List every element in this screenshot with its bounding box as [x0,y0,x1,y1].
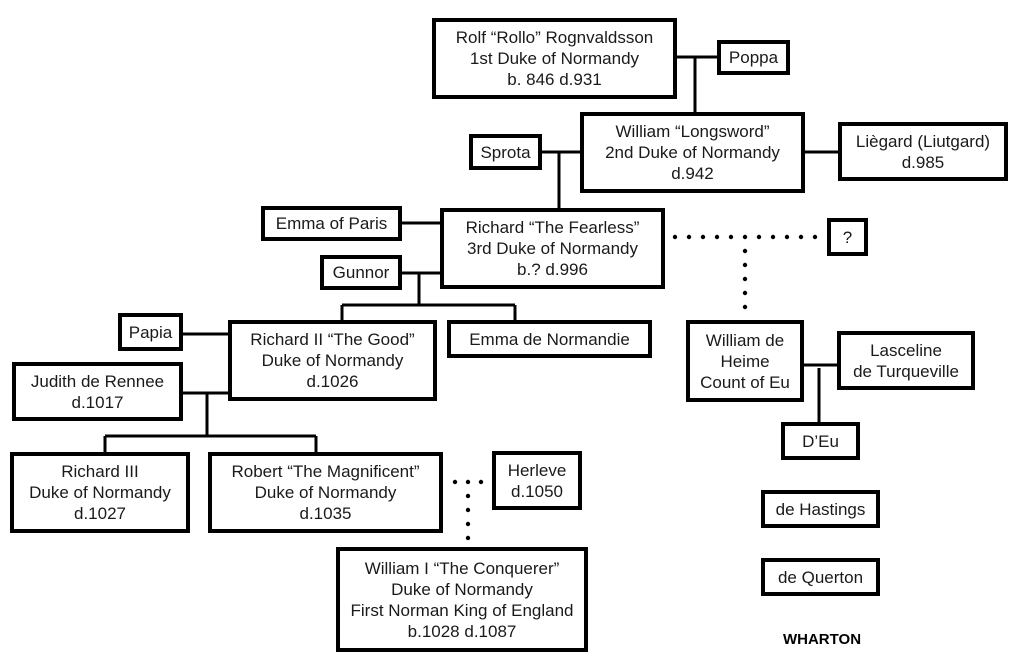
person-text-line: D’Eu [802,431,839,451]
person-text-line: Duke of Normandy [391,579,533,599]
person-text-line: Papia [128,322,173,342]
person-text-line: d.942 [671,164,714,183]
person-rollo[interactable]: Rolf “Rollo” Rognvaldsson 1st Duke of Nor… [432,18,677,99]
person-text-line: Poppa [728,48,779,67]
person-text-line: Liègard (Liutgard) [855,131,991,151]
connector-dot [478,479,484,485]
person-fearless[interactable]: Richard “The Fearless” 3rd Duke of Norman… [440,208,665,289]
connector-dot [714,234,720,240]
connector-dot [742,290,748,296]
person-text-line: de Turqueville [853,361,959,381]
person-text-line: Robert “The Magnificent” [231,462,420,481]
connector-dot [728,234,734,240]
person-text-line: Gunnor [332,263,390,282]
connector-dot [742,262,748,268]
person-text-line: ? [842,227,853,247]
person-text-line: d.1050 [511,481,563,501]
person-text-line: Rolf “Rollo” Rognvaldsson [455,28,654,47]
person-text-line: d.1026 [306,372,359,391]
person-text-line: d.1035 [299,504,352,523]
person-text-line: Richard “The Fearless” [465,218,640,237]
connector-dot [672,234,678,240]
connector-dot [452,479,458,485]
person-poppa[interactable]: Poppa [717,40,790,75]
person-text-line: Judith de Rennee [30,371,165,391]
person-text-line: William “Longsword” [615,122,770,141]
connector-dot [465,535,471,541]
connector-dot [465,493,471,499]
person-text-line: Richard III [61,462,139,481]
person-text-line: d.1027 [74,504,126,523]
person-text-line: 2nd Duke of Normandy [605,143,780,162]
person-querton[interactable]: de Querton [761,558,880,596]
person-richard3[interactable]: Richard III Duke of Normandy d.1027 [10,452,190,533]
person-text-line: b.1028 d.1087 [407,621,517,641]
connector-dot [770,234,776,240]
person-text-line: First Norman King of England [350,600,574,620]
person-text-line: Emma of Paris [275,214,388,233]
person-deu[interactable]: D’Eu [781,422,860,460]
person-text-line: Duke of Normandy [254,483,397,502]
connector-dot [742,248,748,254]
person-richard2[interactable]: Richard II “The Good” Duke of Normandy d.1… [228,320,437,401]
person-text-line: Richard II “The Good” [250,330,415,349]
person-text-line: Heime [720,351,770,371]
person-liegard[interactable]: Liègard (Liutgard)d.985 [838,122,1008,181]
person-text-line: William de [705,330,785,350]
dotted-connectors [452,234,818,541]
person-text-line: Sprota [480,142,531,162]
connector-dot [742,276,748,282]
connector-dot [465,479,471,485]
person-papia[interactable]: Papia [118,313,183,351]
person-text-line: Duke of Normandy [29,483,171,502]
connector-dot [465,521,471,527]
person-text-line: Count of Eu [700,372,790,392]
person-emma-paris[interactable]: Emma of Paris [261,206,402,241]
person-text-line: William I “The Conquerer” [364,558,560,578]
connector-dot [700,234,706,240]
wharton-label: WHARTON [782,631,862,648]
person-text-line: b. 846 d.931 [507,70,602,89]
connector-dot [465,507,471,513]
person-text-line: de Querton [777,567,864,587]
person-robert[interactable]: Robert “The Magnificent” Duke of Normandy… [208,452,443,533]
connector-dot [812,234,818,240]
person-text-line: b.? d.996 [517,260,588,279]
connector-dot [784,234,790,240]
connector-dot [686,234,692,240]
person-text-line: de Hastings [775,499,866,519]
connector-dot [798,234,804,240]
person-unknown[interactable]: ? [827,218,868,256]
person-hastings[interactable]: de Hastings [761,490,880,528]
person-text-line: 3rd Duke of Normandy [466,239,639,258]
person-conqueror[interactable]: William I “The Conquerer”Duke of Normand… [336,547,588,652]
person-text-line: d.985 [901,152,945,172]
person-text-line: Duke of Normandy [261,351,404,370]
person-gunnor[interactable]: Gunnor [320,255,402,290]
person-text-line: Lasceline [870,340,942,360]
person-text-line: 1st Duke of Normandy [469,49,640,68]
person-sprota[interactable]: Sprota [469,134,542,170]
connector-dot [742,234,748,240]
person-longsword[interactable]: William “Longsword” 2nd Duke of Normandy d… [580,112,805,193]
connector-dot [756,234,762,240]
person-text-line: Emma de Normandie [469,329,630,349]
connector-dot [742,304,748,310]
person-text-line: Herleve [507,460,567,480]
person-text-line: d.1017 [71,392,124,412]
person-emma-normandie[interactable]: Emma de Normandie [447,320,652,358]
